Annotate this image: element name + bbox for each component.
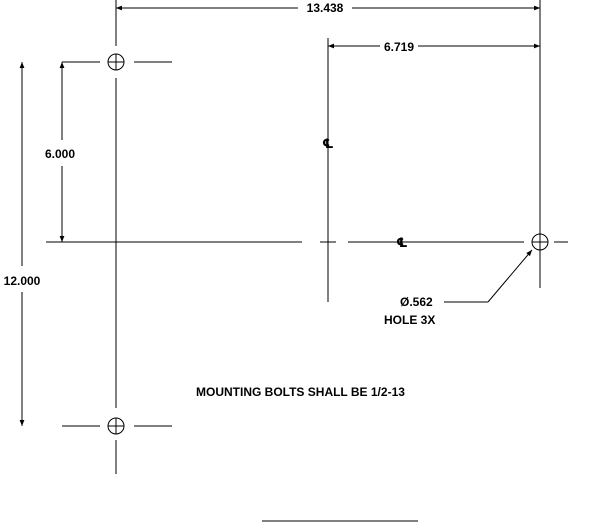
dim-half-height-label: 6.000 [45,147,75,161]
hole-callout-leader-arrow [487,249,533,303]
dim-overall-height-label: 12.000 [4,274,41,288]
hole-bottom-left [107,417,125,435]
hole-callout-diameter: Ø.562 [400,295,433,309]
hole-right [531,233,549,251]
hole-callout-count: HOLE 3X [384,313,435,327]
dim-overall-width-label: 13.438 [307,1,344,15]
mounting-note: MOUNTING BOLTS SHALL BE 1/2-13 [196,385,405,399]
centerline-icon: ℄ [396,235,408,250]
centerline-icon: ℄ [322,136,334,151]
dim-half-width-label: 6.719 [384,40,414,54]
hole-top-left [107,53,125,71]
